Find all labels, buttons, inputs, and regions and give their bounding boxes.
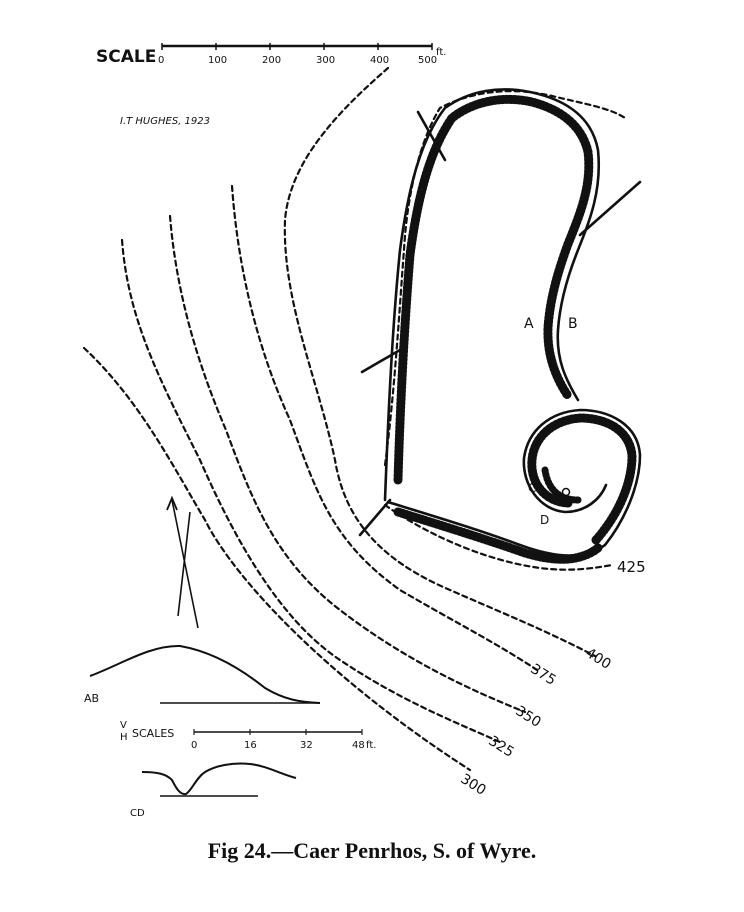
contour-label-375: 375	[528, 661, 559, 689]
scale-title: SCALE	[96, 47, 156, 67]
profile-scale-title: SCALES	[132, 727, 174, 740]
profile-scale-tick-16: 16	[244, 740, 257, 751]
contour-line-375	[230, 184, 542, 674]
contour-line-425	[383, 90, 627, 467]
scale-tick-100: 100	[208, 55, 227, 66]
contour-line-400	[283, 66, 597, 658]
contour-labels: 300 325 350 375 400 425	[458, 558, 646, 799]
scale-tick-200: 200	[262, 55, 281, 66]
contour-line-325	[120, 238, 502, 744]
contour-line-350	[168, 214, 527, 714]
scale-tick-300: 300	[316, 55, 335, 66]
contour-line-425b	[383, 503, 614, 571]
profile-scale-tick-32: 32	[300, 740, 313, 751]
contour-label-300: 300	[458, 771, 489, 799]
north-arrow	[166, 495, 199, 629]
profile-scale-tick-0: 0	[191, 740, 197, 751]
profile-label-cd: CD	[130, 808, 145, 819]
profile-cd	[141, 762, 297, 797]
contour-label-350: 350	[513, 703, 544, 731]
contour-label-400: 400	[583, 645, 614, 673]
profile-scale-v: V	[120, 720, 127, 731]
scale-tick-0: 0	[158, 55, 164, 66]
profile-scale-bar: V H SCALES 0 16 32 48 ft.	[120, 720, 376, 751]
scale-bar: SCALE 0 100 200 300 400 500 ft.	[96, 43, 446, 67]
section-label-a: A	[524, 316, 534, 332]
scale-unit: ft.	[436, 47, 446, 58]
profile-scale-h: H	[120, 732, 128, 743]
profile-scale-tick-48: 48	[352, 740, 365, 751]
contour-line-300	[82, 346, 472, 772]
contour-lines	[82, 66, 627, 772]
scale-tick-500: 500	[418, 55, 437, 66]
profile-label-ab: AB	[84, 692, 99, 705]
hachures	[393, 94, 637, 564]
section-label-b: B	[568, 316, 578, 332]
author-credit: I.T HUGHES, 1923	[120, 116, 210, 127]
profile-ab	[89, 644, 321, 704]
section-label-c: C	[528, 481, 536, 495]
contour-label-425: 425	[617, 558, 646, 576]
profile-scale-unit: ft.	[366, 740, 376, 751]
figure-caption: Fig 24.—Caer Penrhos, S. of Wyre.	[207, 838, 537, 863]
section-label-d: D	[540, 513, 549, 527]
scale-tick-400: 400	[370, 55, 389, 66]
interior-marks	[561, 487, 571, 497]
